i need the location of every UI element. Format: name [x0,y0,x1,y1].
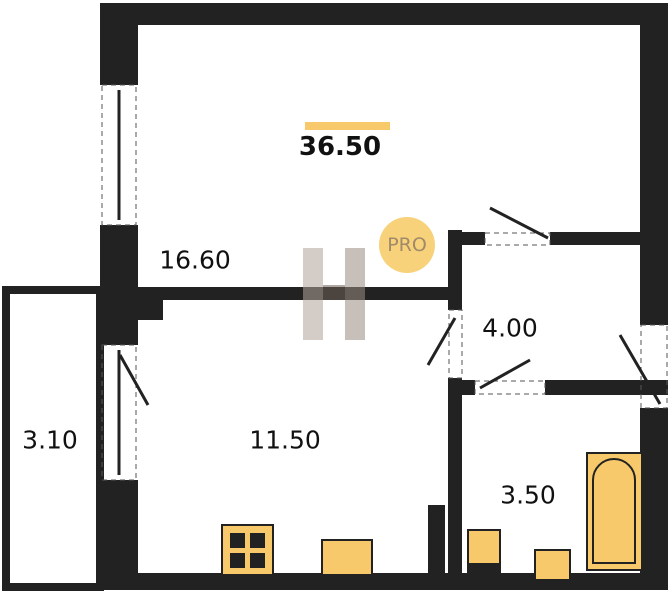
logo-mark [303,248,365,340]
stove-icon [221,524,274,576]
room-area-living: 16.60 [159,245,231,275]
balcony-outline [2,286,104,591]
openings [101,84,668,481]
area-bar [305,122,390,130]
room-area-hall: 4.00 [482,313,538,343]
pro-badge: PRO [379,217,435,273]
kitchen-sink-icon [321,539,373,576]
doors-windows [117,90,662,475]
walls [100,3,668,590]
total-area-label: 36.50 [298,132,382,162]
room-area-balcony: 3.10 [22,425,78,455]
room-area-kitchen: 11.50 [249,425,321,455]
room-area-bathroom: 3.50 [500,480,556,510]
bathroom-sink-icon [534,549,571,581]
